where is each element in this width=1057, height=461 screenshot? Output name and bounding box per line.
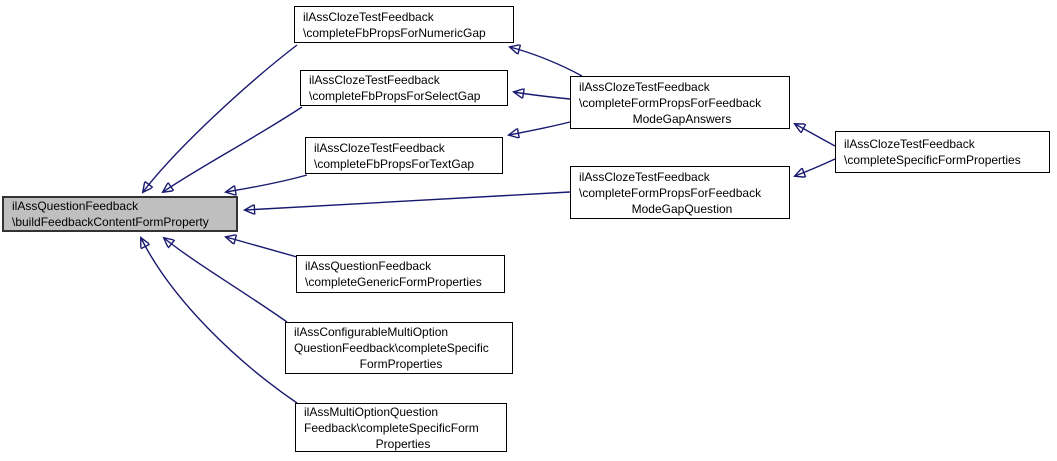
- node-label-line: ilAssClozeTestFeedback: [303, 9, 434, 24]
- node-label-line: ModeGapAnswers: [632, 111, 732, 126]
- node-multiOptionQuestion-completeSpecificFormProperties[interactable]: ilAssMultiOptionQuestion Feedback\comple…: [295, 403, 507, 452]
- edge-gapanswers-to-numericgap: [510, 47, 583, 77]
- edge-genericform-to-main: [226, 237, 298, 258]
- node-label-line: Properties: [375, 436, 431, 451]
- edge-gapanswers-to-textgap: [509, 121, 571, 135]
- node-label-line: \buildFeedbackContentFormProperty: [12, 215, 209, 229]
- node-label-line: \completeSpecificFormProperties: [844, 153, 1021, 167]
- node-completeFormPropsForFeedbackModeGapQuestion[interactable]: ilAssClozeTestFeedback \completeFormProp…: [570, 166, 790, 219]
- edge-specificform-to-gapanswers: [795, 124, 836, 147]
- edge-gapquestion-to-main: [245, 191, 571, 210]
- node-label-line: \completeFormPropsForFeedback: [579, 185, 762, 200]
- node-label-line: ilAssConfigurableMultiOption: [294, 325, 449, 339]
- node-label-line: ilAssMultiOptionQuestion: [304, 404, 439, 419]
- node-label-line: ilAssClozeTestFeedback: [579, 169, 710, 184]
- node-label-line: ilAssClozeTestFeedback: [314, 140, 445, 155]
- edge-gapanswers-to-selectgap: [514, 92, 571, 100]
- node-label-line: ilAssClozeTestFeedback: [579, 79, 710, 94]
- edge-configmulti-to-main: [164, 238, 288, 323]
- node-label-line: ilAssClozeTestFeedback: [309, 73, 440, 87]
- node-configurableMultiOption-completeSpecificFormProperties[interactable]: ilAssConfigurableMultiOption QuestionFee…: [285, 322, 513, 374]
- node-label-line: ilAssClozeTestFeedback: [844, 137, 975, 151]
- node-label-line: \completeFbPropsForNumericGap: [303, 25, 486, 40]
- node-completeGenericFormProperties[interactable]: ilAssQuestionFeedback \completeGenericFo…: [296, 255, 505, 293]
- node-label-line: QuestionFeedback\completeSpecific: [294, 341, 489, 355]
- edge-multioption-to-main: [141, 238, 298, 404]
- node-label-line: FormProperties: [359, 357, 443, 371]
- edge-textgap-to-main: [226, 174, 308, 192]
- node-label-line: \completeFbPropsForTextGap: [314, 156, 475, 171]
- node-label-line: Feedback\completeSpecificForm: [304, 420, 479, 435]
- edge-specificform-to-gapquestion: [795, 158, 836, 176]
- node-label-line: ilAssQuestionFeedback: [12, 199, 139, 213]
- node-completeFbPropsForSelectGap[interactable]: ilAssClozeTestFeedback \completeFbPropsF…: [300, 70, 508, 106]
- edge-numericgap-to-main: [143, 44, 298, 192]
- node-completeFbPropsForNumericGap[interactable]: ilAssClozeTestFeedback \completeFbPropsF…: [294, 6, 514, 43]
- node-completeSpecificFormProperties[interactable]: ilAssClozeTestFeedback \completeSpecific…: [835, 131, 1050, 173]
- node-completeFormPropsForFeedbackModeGapAnswers[interactable]: ilAssClozeTestFeedback \completeFormProp…: [570, 76, 790, 129]
- node-label-line: \completeFormPropsForFeedback: [579, 95, 762, 110]
- node-completeFbPropsForTextGap[interactable]: ilAssClozeTestFeedback \completeFbPropsF…: [305, 137, 503, 174]
- node-label-line: ModeGapQuestion: [631, 201, 733, 216]
- node-label-line: \completeFbPropsForSelectGap: [309, 89, 481, 103]
- node-label-line: \completeGenericFormProperties: [305, 275, 482, 289]
- node-buildFeedbackContentFormProperty: ilAssQuestionFeedback \buildFeedbackCont…: [2, 196, 238, 232]
- edge-selectgap-to-main: [163, 106, 303, 192]
- node-label-line: ilAssQuestionFeedback: [305, 259, 432, 273]
